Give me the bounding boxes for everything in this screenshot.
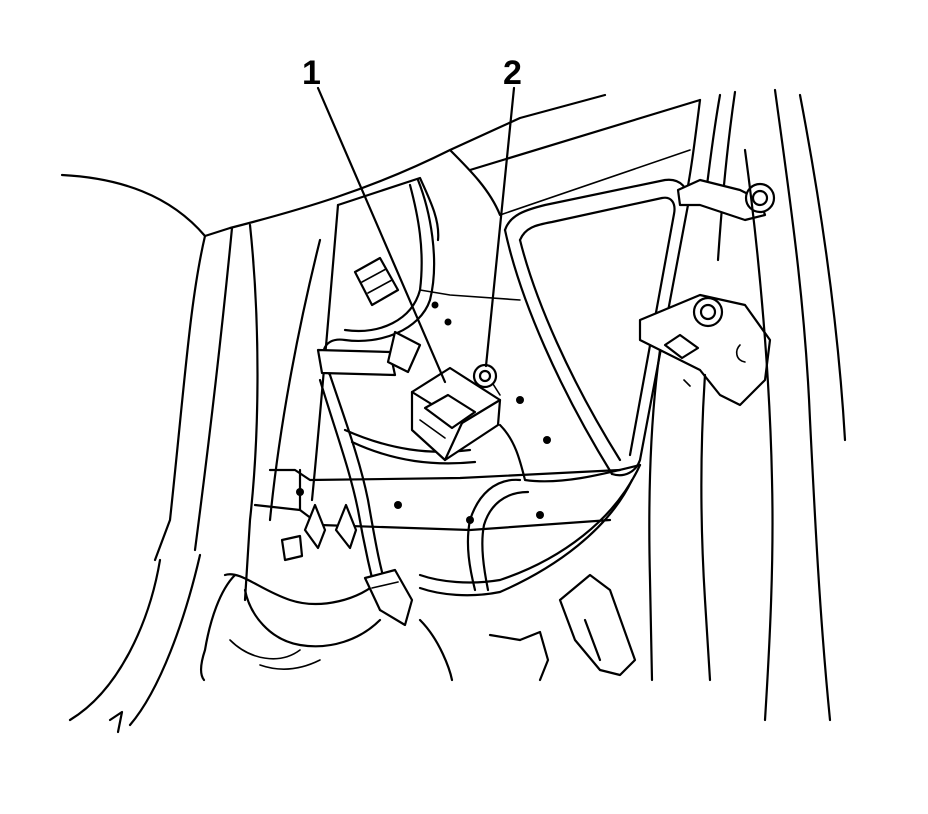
control-module [410, 366, 502, 462]
lower-seat-area [229, 573, 637, 682]
panel-hole [543, 436, 551, 444]
callout-leader-1 [316, 86, 447, 384]
door-frame-right [743, 88, 847, 722]
callout-leader-2 [484, 86, 516, 368]
panel-hole [536, 511, 544, 519]
panel-hole [296, 488, 304, 496]
harness-connector-upper [316, 256, 422, 377]
leader-line-2 [484, 86, 516, 368]
callout-number-2: 2 [503, 54, 522, 92]
panel-hole [516, 396, 524, 404]
left-pillar-trim [68, 176, 440, 734]
leader-line-1 [316, 86, 447, 384]
module-fastener-nut [472, 363, 501, 396]
roof-panel [60, 93, 702, 562]
seat-belt-assembly [638, 90, 776, 682]
wiring-harness [200, 178, 642, 682]
quarter-window-opening [503, 178, 690, 477]
panel-hole [394, 501, 402, 509]
callout-number-1: 1 [302, 54, 321, 92]
panel-hole [444, 318, 452, 326]
panel-hole [431, 301, 439, 309]
harness-connectors-lower [280, 503, 414, 627]
